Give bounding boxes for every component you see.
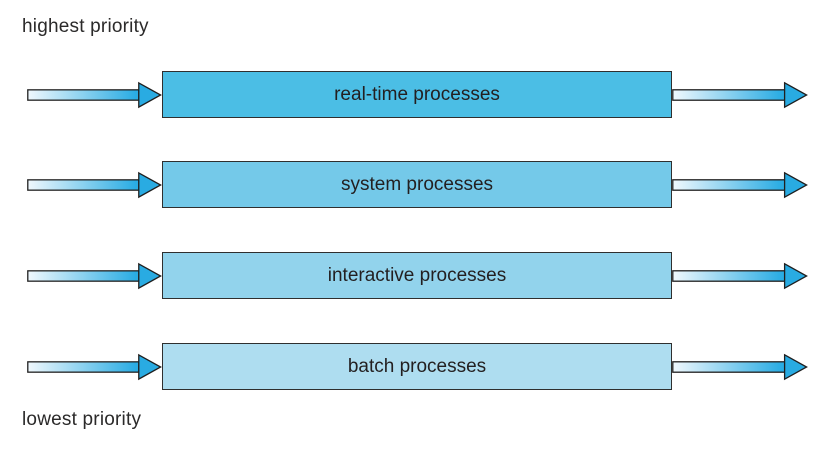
queue-label: batch processes [347, 355, 487, 377]
queue-in-arrow-icon [27, 353, 162, 380]
queue-out-arrow-icon [672, 353, 808, 380]
queue-row-batch: batch processes [27, 343, 808, 390]
queue-in-arrow-icon [27, 171, 162, 198]
queue-row-realtime: real-time processes [27, 71, 808, 118]
queue-box: system processes [162, 161, 672, 208]
queue-out-arrow-icon [672, 262, 808, 289]
queue-row-interactive: interactive processes [27, 252, 808, 299]
lowest-priority-label: lowest priority [22, 409, 142, 430]
queue-box: real-time processes [162, 71, 672, 118]
queue-out-arrow-icon [672, 171, 808, 198]
queue-label: real-time processes [334, 83, 500, 105]
queue-box: interactive processes [162, 252, 672, 299]
queue-row-system: system processes [27, 161, 808, 208]
queue-label: interactive processes [327, 264, 507, 286]
queue-in-arrow-icon [27, 81, 162, 108]
highest-priority-label: highest priority [22, 16, 149, 37]
queue-box: batch processes [162, 343, 672, 390]
queue-label: system processes [340, 173, 494, 195]
queue-in-arrow-icon [27, 262, 162, 289]
queue-out-arrow-icon [672, 81, 808, 108]
